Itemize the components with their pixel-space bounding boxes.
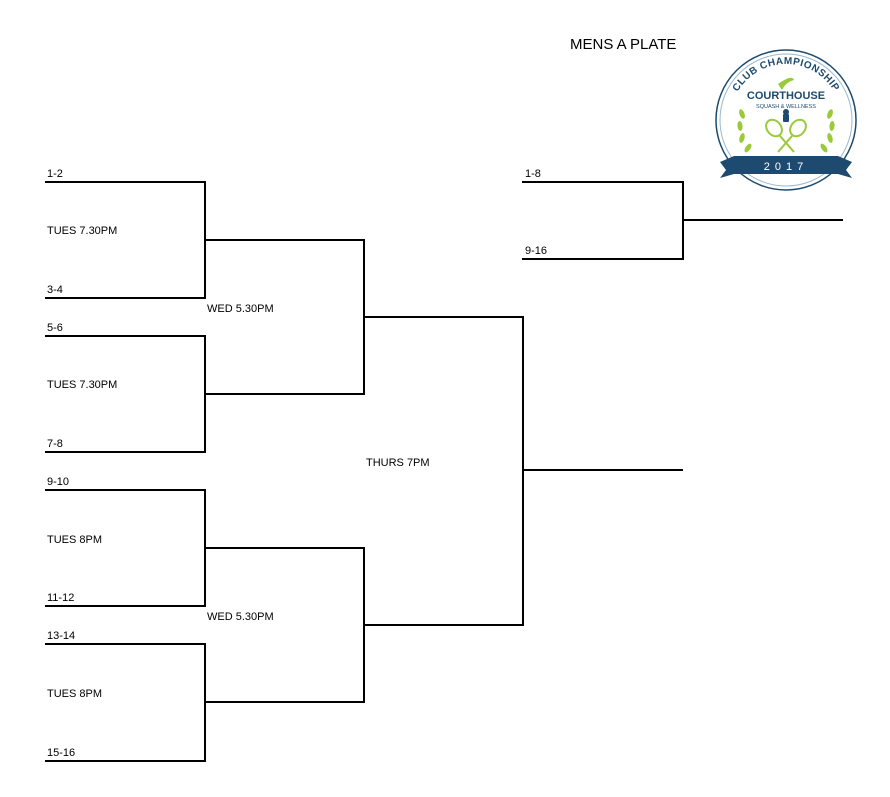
crossed-rackets-icon xyxy=(765,118,807,153)
slot-line xyxy=(45,605,205,607)
slot-line xyxy=(45,297,205,299)
slot-line xyxy=(522,258,683,260)
seed-label: 15-16 xyxy=(47,747,76,759)
seed-label: 9-10 xyxy=(47,476,70,488)
match-time: TUES 8PM xyxy=(47,688,103,700)
seed-label: 5-6 xyxy=(47,322,63,334)
seed-label: 7-8 xyxy=(47,438,63,450)
seed-label: 3-4 xyxy=(47,284,63,296)
seed-label: 9-16 xyxy=(525,245,548,257)
bracket-connector xyxy=(522,316,524,626)
slot-line xyxy=(45,489,205,491)
match-time: TUES 7.30PM xyxy=(47,379,118,391)
slot-line xyxy=(45,643,205,645)
slot-line xyxy=(45,451,205,453)
slot-line xyxy=(204,239,364,241)
winner-line xyxy=(522,469,683,471)
logo-year: 2017 xyxy=(764,161,808,173)
slot-line xyxy=(204,393,364,395)
match-time: TUES 7.30PM xyxy=(47,225,118,237)
seed-label: 1-2 xyxy=(47,168,63,180)
seed-label: 1-8 xyxy=(525,168,541,180)
slot-line xyxy=(45,760,205,762)
slot-line xyxy=(363,316,523,318)
seed-label: 11-12 xyxy=(47,592,75,604)
match-time: THURS 7PM xyxy=(366,457,430,469)
match-time: TUES 8PM xyxy=(47,534,103,546)
bracket-title: MENS A PLATE xyxy=(570,36,677,53)
match-time: WED 5.30PM xyxy=(207,611,274,623)
logo-tagline: SQUASH & WELLNESS xyxy=(756,104,816,110)
logo-brand: COURTHOUSE xyxy=(747,90,825,102)
winner-line xyxy=(682,219,843,221)
slot-line xyxy=(204,701,364,703)
slot-line xyxy=(522,181,683,183)
match-time: WED 5.30PM xyxy=(207,303,274,315)
club-championship-logo: CLUB CHAMPIONSHIP COURTHOUSE SQUASH & WE… xyxy=(715,49,857,191)
slot-line xyxy=(204,547,364,549)
slot-line xyxy=(45,335,205,337)
slot-line xyxy=(45,181,205,183)
slot-line xyxy=(363,624,523,626)
seed-label: 13-14 xyxy=(47,630,76,642)
